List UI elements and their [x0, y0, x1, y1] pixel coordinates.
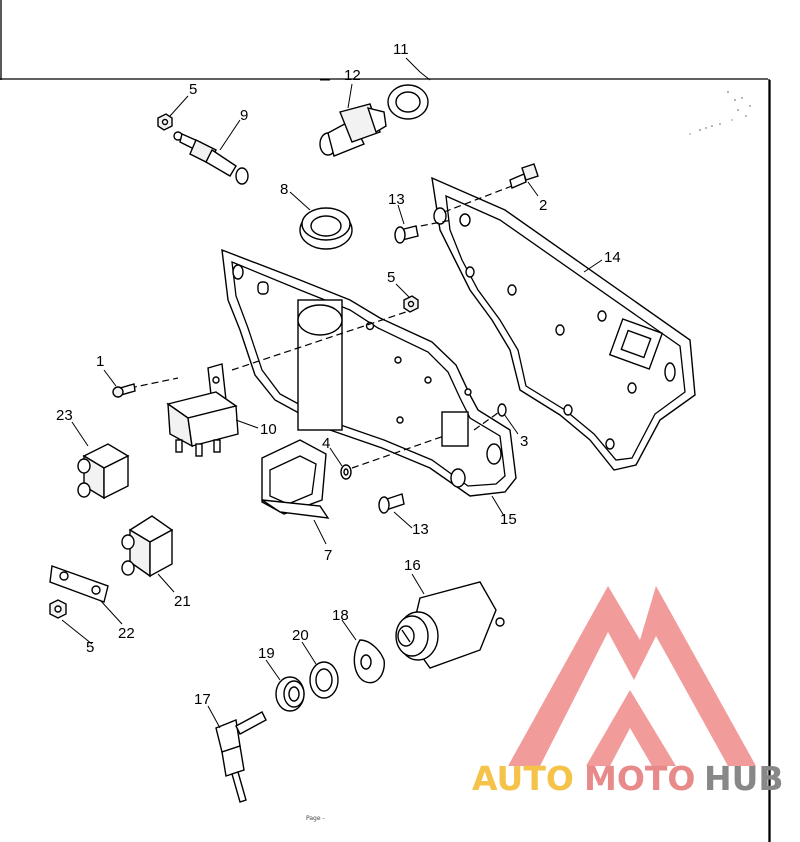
ignition-switch-16 — [395, 581, 505, 669]
washer-20 — [309, 661, 339, 699]
terminal-block-23 — [77, 443, 130, 500]
bolt-1 — [112, 383, 136, 398]
bolt-2 — [509, 163, 539, 189]
callout-18: 18 — [332, 607, 349, 624]
callout-14: 14 — [604, 249, 621, 266]
bracket-7 — [261, 439, 330, 519]
nut-5-top — [157, 113, 173, 131]
sensor-9 — [173, 131, 249, 185]
washer-4 — [340, 464, 352, 480]
callout-23: 23 — [56, 407, 73, 424]
pin-13-top — [394, 225, 419, 244]
bracket-15 — [221, 248, 517, 497]
callout-4: 4 — [322, 435, 330, 452]
assembly-lines — [129, 185, 513, 469]
plate-14 — [431, 176, 696, 471]
callout-1: 1 — [96, 353, 104, 370]
leader-lines — [61, 57, 603, 729]
callout-8: 8 — [280, 181, 288, 198]
watermark-moto: MOTO — [584, 759, 695, 798]
terminal-block-21 — [121, 515, 174, 578]
callout-labels: 1 2 3 4 5 5 5 7 8 9 10 11 12 13 13 14 15… — [56, 41, 621, 708]
callout-3: 3 — [520, 433, 528, 450]
callout-2: 2 — [539, 197, 547, 214]
fastener-3 — [497, 403, 507, 417]
page-frame — [0, 0, 771, 842]
callout-20: 20 — [292, 627, 309, 644]
nut-19 — [275, 676, 305, 712]
callout-5-lower: 5 — [86, 639, 94, 656]
page-footer-text: Page - — [306, 815, 325, 822]
callout-15: 15 — [500, 511, 517, 528]
callout-22: 22 — [118, 625, 135, 642]
callout-13-lower: 13 — [412, 521, 429, 538]
callout-19: 19 — [258, 645, 275, 662]
ring-11 — [387, 84, 429, 120]
grommet-8 — [299, 207, 353, 250]
watermark-text: AUTO MOTO HUB — [472, 759, 784, 798]
callout-10: 10 — [260, 421, 277, 438]
watermark-auto: AUTO — [472, 759, 574, 798]
callout-16: 16 — [404, 557, 421, 574]
pin-13-lower — [378, 493, 405, 514]
washer-18 — [353, 639, 385, 684]
callout-5-mid: 5 — [387, 269, 395, 286]
link-plate-22 — [49, 565, 109, 603]
watermark-hub: HUB — [704, 759, 784, 798]
keys-17 — [215, 711, 267, 803]
relay-10 — [166, 363, 239, 457]
nut-5-mid — [403, 295, 419, 313]
callout-21: 21 — [174, 593, 191, 610]
nut-5-lower — [49, 599, 67, 619]
switch-12 — [319, 103, 387, 157]
callout-9: 9 — [240, 107, 248, 124]
callout-11: 11 — [393, 41, 409, 58]
watermark-logo — [508, 586, 756, 766]
callout-5-top: 5 — [189, 81, 197, 98]
callout-7: 7 — [324, 547, 332, 564]
callout-13-top: 13 — [388, 191, 405, 208]
bracket-tube-opening — [297, 304, 343, 336]
callout-17: 17 — [194, 691, 211, 708]
callout-12: 12 — [344, 67, 361, 84]
watermark-logo-mark — [508, 586, 756, 766]
scan-noise — [689, 91, 751, 135]
